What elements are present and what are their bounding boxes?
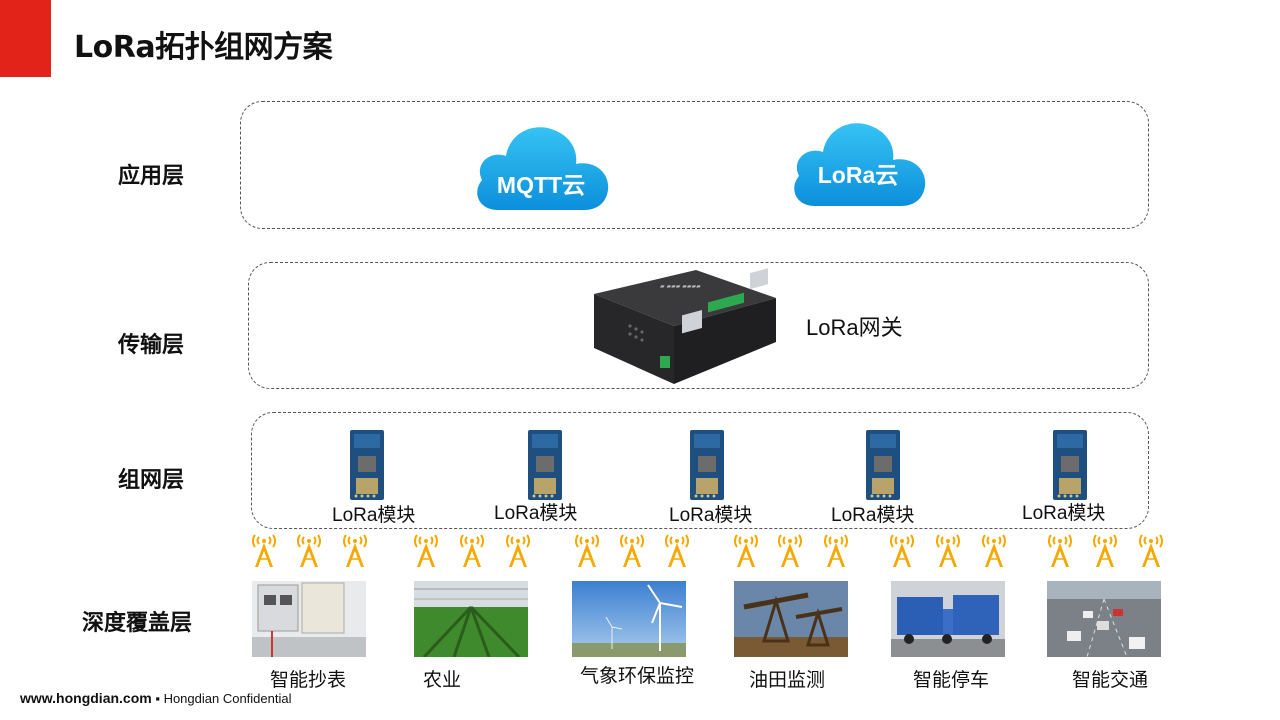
layer-label-coverage: 深度覆盖层 [81,611,192,636]
signal-tower-icon [1090,533,1120,573]
signal-tower-icon [294,533,324,573]
signal-tower-icon [933,533,963,573]
scenario-label-weather: 气象环保监控 [580,666,695,687]
gateway-label: LoRa网关 [806,315,903,340]
red-accent-bar [0,0,51,77]
scenario-photo-meter [252,581,366,657]
scenario-photo-traffic [1047,581,1161,657]
page-title: LoRa拓扑组网方案 [74,30,333,65]
signal-tower-icon [572,533,602,573]
signal-tower-icon [775,533,805,573]
mqtt-cloud-label: MQTT云 [496,172,586,198]
footer-separator: ▪ [155,691,160,706]
lora-module-image [528,430,562,504]
signal-tower-icon [503,533,533,573]
lora-module-image [866,430,900,504]
lora-cloud-label: LoRa云 [817,162,899,188]
lora-gateway-image: ▰ ▰▰▰ ▰▰▰▰ [590,268,780,386]
layer-label-transport: 传输层 [117,333,184,358]
layer-label-application: 应用层 [117,164,184,189]
signal-tower-icon [249,533,279,573]
signal-tower-icon [617,533,647,573]
scenario-photo-agriculture [414,581,528,657]
mqtt-cloud-icon: MQTT云 [470,120,612,212]
layer-label-network: 组网层 [117,468,184,493]
scenario-photo-parking [891,581,1005,657]
signal-tower-icon [457,533,487,573]
lora-module-label: LoRa模块 [669,505,753,526]
signal-tower-icon [821,533,851,573]
signal-tower-icon [1136,533,1166,573]
footer: www.hongdian.com ▪ Hongdian Confidential [20,690,292,706]
lora-module-label: LoRa模块 [494,503,578,524]
svg-text:▰ ▰▰▰ ▰▰▰▰: ▰ ▰▰▰ ▰▰▰▰ [660,283,701,290]
scenario-photo-oilfield [734,581,848,657]
scenario-label-meter: 智能抄表 [270,670,347,691]
signal-tower-icon [1045,533,1075,573]
lora-module-label: LoRa模块 [332,505,416,526]
lora-module-image [1053,430,1087,504]
scenario-photo-wind [572,581,686,657]
footer-note: Hongdian Confidential [163,691,292,706]
network-layer-box [251,412,1149,529]
lora-module-image [690,430,724,504]
scenario-label-traffic: 智能交通 [1072,670,1149,691]
footer-site-link[interactable]: www.hongdian.com [20,690,152,706]
scenario-label-parking: 智能停车 [913,670,990,691]
lora-module-label: LoRa模块 [1022,503,1106,524]
signal-tower-icon [731,533,761,573]
transport-layer-box [248,262,1149,389]
lora-module-image [350,430,384,504]
signal-tower-icon [887,533,917,573]
signal-tower-icon [340,533,370,573]
scenario-label-agriculture: 农业 [423,670,462,691]
lora-module-label: LoRa模块 [831,505,915,526]
application-layer-box [240,101,1149,229]
signal-tower-icon [979,533,1009,573]
scenario-label-oilfield: 油田监测 [749,670,826,691]
signal-tower-icon [662,533,692,573]
lora-cloud-icon: LoRa云 [787,116,929,208]
signal-tower-icon [411,533,441,573]
